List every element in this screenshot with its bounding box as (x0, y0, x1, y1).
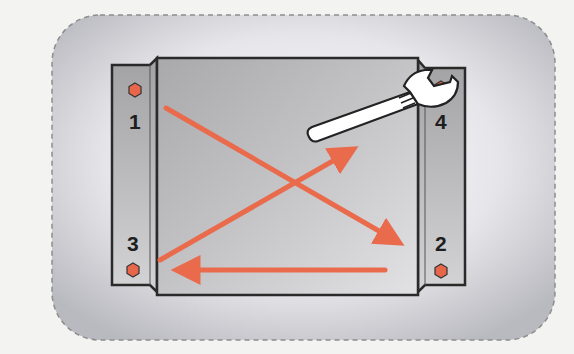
bolt-heads (127, 81, 447, 278)
callout-number: 3 (127, 233, 139, 254)
wrench (308, 70, 458, 142)
bend-line (150, 65, 151, 285)
callout-number: 1 (129, 111, 141, 132)
callout-number: 4 (435, 111, 447, 132)
plate (157, 58, 418, 295)
callout-number: 2 (435, 233, 447, 254)
left-flange (112, 58, 157, 292)
sequence-arrows (160, 108, 398, 270)
dashed-frame (52, 15, 555, 340)
